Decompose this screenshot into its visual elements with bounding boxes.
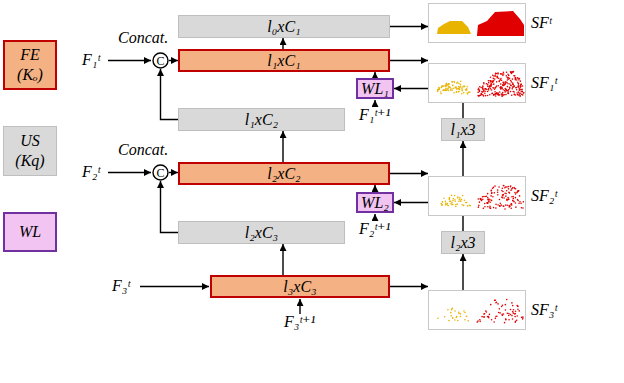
image-label: SF₂ᵗ: [531, 187, 557, 205]
feature-label: F₁ᵗ: [82, 51, 100, 69]
feature-label: F₂ᵗ: [82, 163, 100, 181]
flow-arrow: [462, 254, 463, 290]
input-arrow: [140, 286, 209, 287]
point-cloud: [429, 291, 525, 329]
feature-label: F₃ᵗ: [112, 277, 130, 295]
flow-arrow: [161, 181, 179, 233]
box-label: l₃xC₃: [283, 278, 316, 296]
legend-label: FE (Kₒ): [11, 45, 49, 85]
input-arrow: [299, 299, 300, 314]
scene-flow-image: SF₃ᵗ: [428, 290, 526, 330]
flow-arrow: [282, 131, 283, 162]
scene-flow-image: SF₁ᵗ: [428, 63, 526, 103]
concat-label: Concat.: [118, 141, 168, 159]
feature-extraction-box: l₁xC₁: [178, 49, 390, 72]
box-label: l₂xC₃: [245, 224, 278, 242]
image-label: SF₃ᵗ: [531, 301, 557, 319]
flow-arrow: [169, 60, 178, 61]
flow-arrow: [374, 185, 375, 192]
warping-box: WL₂: [356, 192, 394, 213]
box-label: l₁xC₁: [267, 52, 300, 70]
legend-swatch: WL: [3, 212, 57, 252]
box-label: l₀xC₁: [267, 18, 300, 36]
concat-circle: C: [152, 52, 169, 69]
scene-flow-image: SF₂ᵗ: [428, 176, 526, 216]
box-label: l₂x3: [450, 234, 475, 252]
legend-swatch: FE (Kₒ): [3, 40, 57, 90]
box-label: l₁x3: [450, 121, 475, 139]
input-arrow: [108, 172, 151, 173]
flow-arrow: [282, 38, 283, 49]
feature-label: F₃ᵗ⁺¹: [284, 313, 315, 331]
legend-swatch: US (Kq): [3, 126, 57, 176]
point-cloud: [429, 177, 525, 215]
upsampling-box: l₂xC₃: [178, 221, 345, 244]
upsampling-box: l₀xC₁: [178, 15, 390, 38]
flow-arrow: [390, 60, 428, 61]
image-label: SF₁ᵗ: [531, 74, 557, 92]
flow-arrow: [390, 286, 428, 287]
flow-arrow: [161, 69, 179, 120]
feature-extraction-box: l₂xC₂: [178, 162, 390, 185]
box-label: WL₂: [361, 194, 389, 212]
legend-label: US (Kq): [11, 131, 49, 171]
input-arrow: [108, 60, 151, 61]
concat-symbol: C: [156, 167, 164, 179]
concat-circle: C: [152, 164, 169, 181]
feature-extraction-box: l₃xC₃: [210, 275, 390, 298]
upsampling-box: l₁x3: [441, 118, 485, 141]
box-label: WL₁: [361, 80, 389, 98]
point-cloud: [429, 4, 525, 42]
image-label: SFᵗ: [531, 14, 551, 32]
flow-arrow: [169, 172, 178, 173]
scene-flow-image: SFᵗ: [428, 3, 526, 43]
legend-label: WL: [11, 222, 49, 242]
concat-symbol: C: [156, 55, 164, 67]
flow-arrow: [390, 173, 428, 174]
upsampling-box: l₁xC₂: [178, 108, 345, 131]
box-label: l₁xC₂: [245, 111, 278, 129]
upsampling-box: l₂x3: [441, 231, 485, 254]
feature-label: F₂ᵗ⁺¹: [359, 220, 390, 238]
warping-box: WL₁: [356, 78, 394, 99]
flow-arrow: [282, 244, 283, 275]
box-label: l₂xC₂: [267, 165, 300, 183]
concat-label: Concat.: [118, 29, 168, 47]
point-cloud: [429, 64, 525, 102]
flow-arrow: [462, 141, 463, 176]
input-arrow: [374, 100, 375, 107]
flow-arrow: [390, 26, 428, 27]
feature-label: F₁ᵗ⁺¹: [359, 106, 390, 124]
input-arrow: [374, 214, 375, 221]
